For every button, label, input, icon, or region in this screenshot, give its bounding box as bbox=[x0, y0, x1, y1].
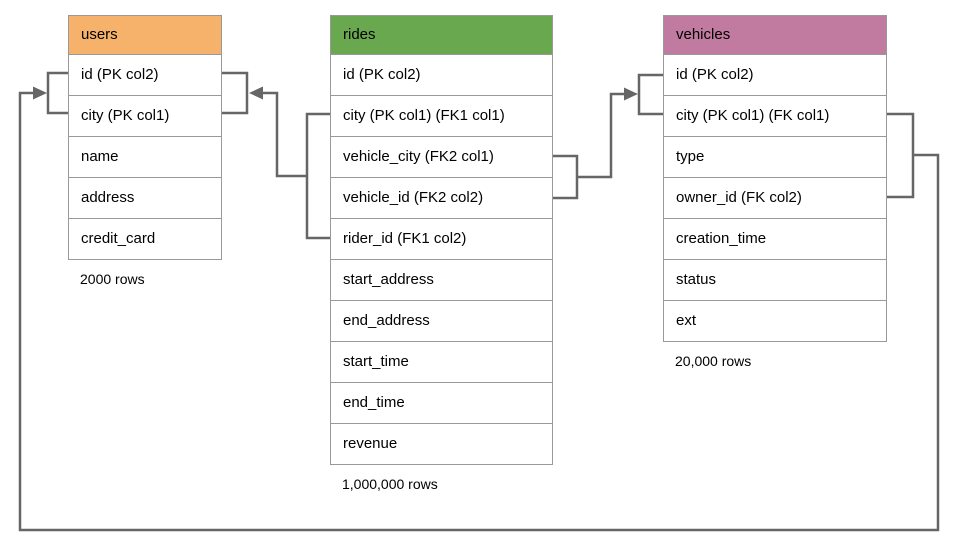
vehicles-to-users-arrowhead bbox=[33, 86, 47, 100]
table-vehicles-row-creation-time: creation_time bbox=[664, 219, 886, 260]
table-rides: rides id (PK col2) city (PK col1) (FK1 c… bbox=[330, 15, 553, 492]
table-vehicles-header: vehicles bbox=[664, 16, 886, 55]
table-rides-row-end-address: end_address bbox=[331, 301, 552, 342]
table-rides-row-vehicle-city: vehicle_city (FK2 col1) bbox=[331, 137, 552, 178]
table-users-row-city: city (PK col1) bbox=[69, 96, 221, 137]
table-rides-row-revenue: revenue bbox=[331, 424, 552, 464]
table-rides-card: rides id (PK col2) city (PK col1) (FK1 c… bbox=[330, 15, 553, 465]
rides-to-vehicles-arrowhead bbox=[624, 87, 638, 101]
rides-to-users-arrowhead bbox=[249, 86, 263, 100]
users-right-bracket bbox=[222, 71, 249, 115]
rides-to-users-link bbox=[262, 91, 307, 178]
rides-left-bracket bbox=[305, 112, 330, 240]
users-left-bracket bbox=[46, 71, 68, 115]
table-rides-row-end-time: end_time bbox=[331, 383, 552, 424]
rides-to-vehicles-link bbox=[577, 92, 625, 179]
table-users-header: users bbox=[69, 16, 221, 55]
table-users-row-name: name bbox=[69, 137, 221, 178]
table-vehicles-card: vehicles id (PK col2) city (PK col1) (FK… bbox=[663, 15, 887, 342]
table-vehicles-row-status: status bbox=[664, 260, 886, 301]
table-vehicles-row-type: type bbox=[664, 137, 886, 178]
table-users-card: users id (PK col2) city (PK col1) name a… bbox=[68, 15, 222, 260]
table-vehicles-rowcount: 20,000 rows bbox=[675, 353, 752, 369]
table-rides-row-start-time: start_time bbox=[331, 342, 552, 383]
table-rides-row-id: id (PK col2) bbox=[331, 55, 552, 96]
table-rides-header: rides bbox=[331, 16, 552, 55]
table-rides-row-vehicle-id: vehicle_id (FK2 col2) bbox=[331, 178, 552, 219]
vehicles-left-bracket bbox=[637, 73, 663, 116]
table-rides-row-start-address: start_address bbox=[331, 260, 552, 301]
table-users-rowcount: 2000 rows bbox=[80, 271, 145, 287]
table-vehicles: vehicles id (PK col2) city (PK col1) (FK… bbox=[663, 15, 887, 369]
rides-right-bracket bbox=[553, 154, 579, 200]
table-users: users id (PK col2) city (PK col1) name a… bbox=[68, 15, 222, 287]
table-users-row-id: id (PK col2) bbox=[69, 55, 221, 96]
table-rides-rowcount: 1,000,000 rows bbox=[342, 476, 438, 492]
table-rides-row-rider-id: rider_id (FK1 col2) bbox=[331, 219, 552, 260]
vehicles-right-bracket bbox=[887, 112, 915, 199]
table-users-row-address: address bbox=[69, 178, 221, 219]
table-vehicles-row-ext: ext bbox=[664, 301, 886, 341]
table-vehicles-row-id: id (PK col2) bbox=[664, 55, 886, 96]
table-vehicles-row-city: city (PK col1) (FK col1) bbox=[664, 96, 886, 137]
table-vehicles-row-owner-id: owner_id (FK col2) bbox=[664, 178, 886, 219]
table-users-row-credit-card: credit_card bbox=[69, 219, 221, 259]
table-rides-row-city: city (PK col1) (FK1 col1) bbox=[331, 96, 552, 137]
